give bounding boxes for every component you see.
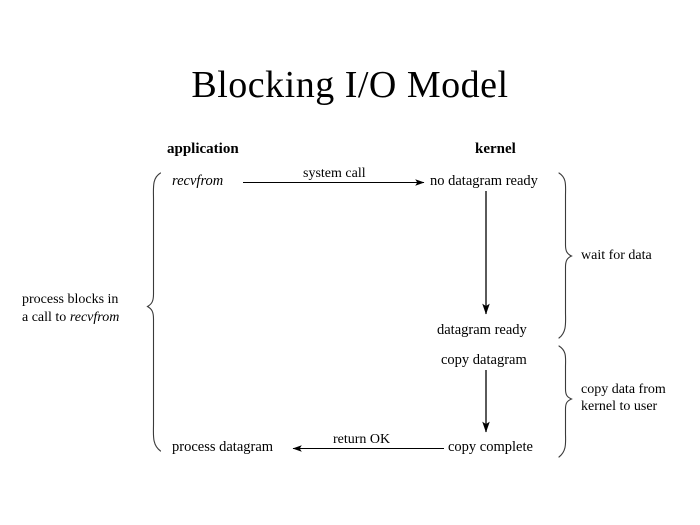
annotation-process-blocks: process blocks in a call to recvfrom (22, 291, 119, 327)
annotation-wait-for-data: wait for data (581, 248, 652, 263)
annotation-copy-data-from-kernel-to-user: copy data from kernel to user (581, 381, 666, 415)
annotation-copy-data-line-1: copy data from (581, 382, 666, 397)
node-process-datagram: process datagram (172, 439, 274, 455)
node-datagram-ready: datagram ready (437, 322, 527, 338)
annotation-process-blocks-recvfrom: recvfrom (69, 310, 120, 325)
node-copy-complete: copy complete (448, 439, 533, 455)
brace-wait-for-data (558, 172, 573, 339)
node-recvfrom: recvfrom (172, 173, 224, 189)
arrow-label-return-ok: return OK (333, 432, 391, 447)
column-header-application: application (167, 141, 239, 157)
arrow-label-system-call: system call (303, 166, 366, 181)
brace-copy-data (558, 345, 573, 458)
node-no-datagram-ready: no datagram ready (430, 173, 538, 189)
brace-process-blocks (146, 172, 162, 452)
annotation-process-blocks-line-2: a call to recvfrom (22, 309, 119, 327)
node-copy-datagram: copy datagram (441, 352, 527, 368)
page-title: Blocking I/O Model (191, 64, 509, 106)
annotation-process-blocks-prefix: a call to (22, 310, 70, 325)
column-header-kernel: kernel (475, 141, 516, 157)
annotation-process-blocks-line-1: process blocks in (22, 292, 119, 307)
annotation-copy-data-line-2: kernel to user (581, 399, 658, 414)
